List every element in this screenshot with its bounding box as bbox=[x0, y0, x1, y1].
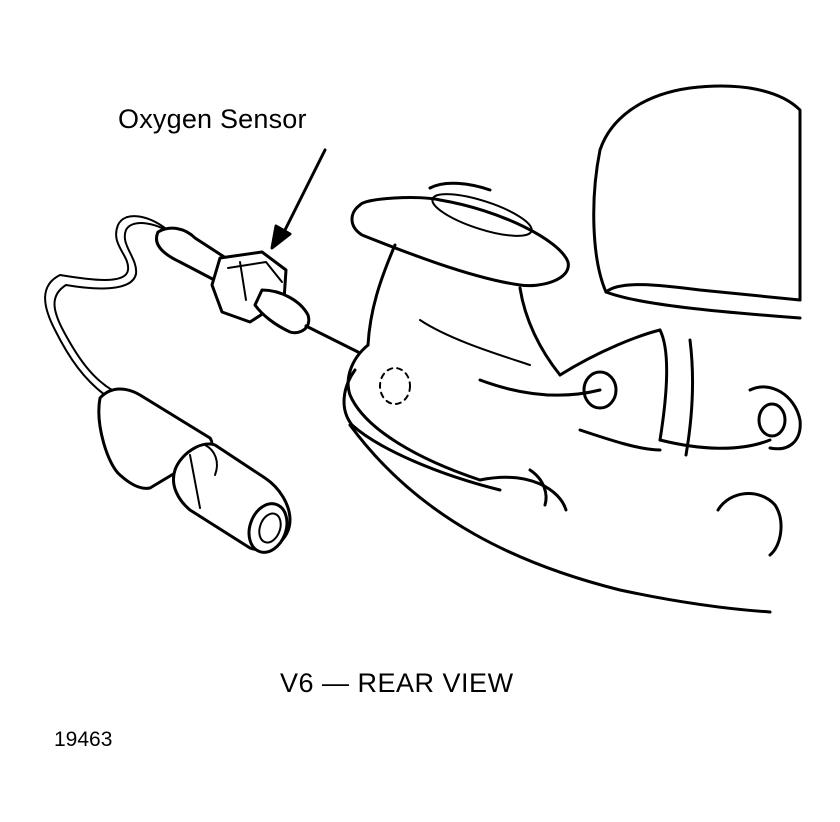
figure-number: 19463 bbox=[54, 728, 113, 751]
callout-arrow bbox=[270, 148, 327, 250]
wire-connector bbox=[97, 387, 292, 554]
exhaust-manifold bbox=[342, 84, 802, 614]
view-caption: V6 — REAR VIEW bbox=[280, 668, 514, 698]
sensor-wire bbox=[44, 215, 179, 396]
oxygen-sensor bbox=[155, 226, 360, 354]
oxygen-sensor-label: Oxygen Sensor bbox=[118, 104, 307, 134]
